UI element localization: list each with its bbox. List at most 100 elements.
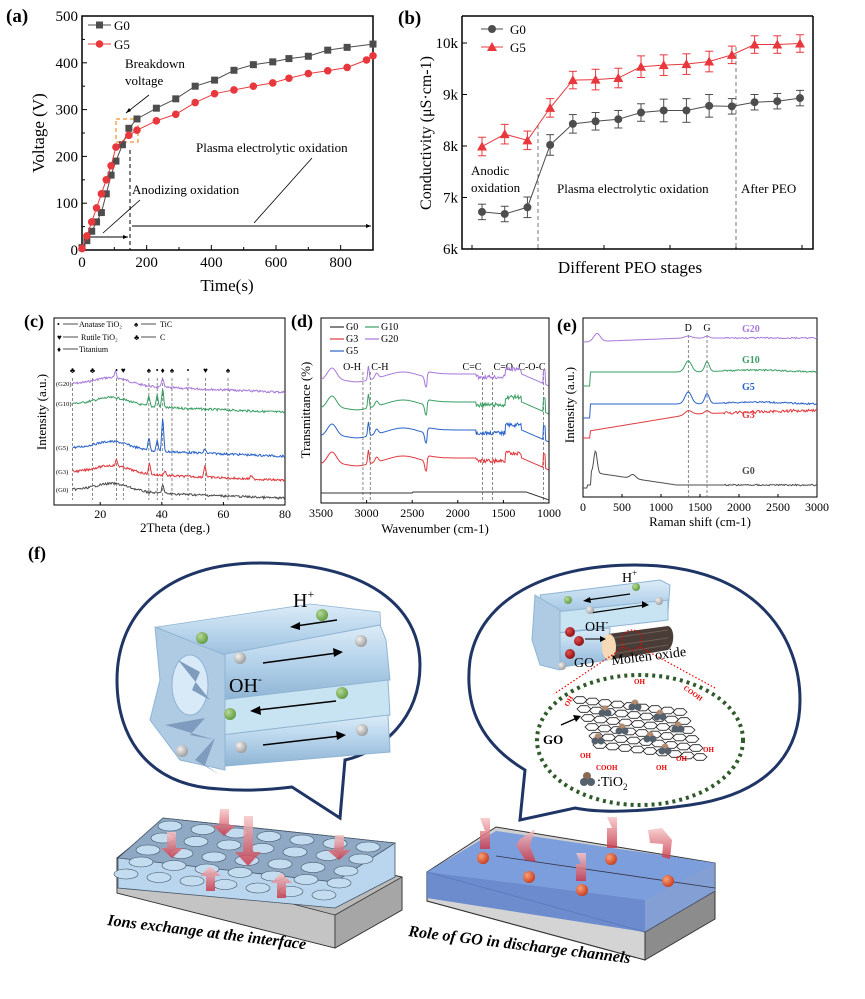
series-label: G5 [742,382,755,393]
svg-text:COOH: COOH [596,764,618,772]
data-point-g0 [796,94,804,103]
x-tick-label: 3000 [805,500,829,514]
data-point-g5 [726,49,737,59]
data-point-g0 [591,117,600,126]
legend: G0 G5 [481,22,526,55]
data-point-g0 [102,190,110,198]
go-hexagon [676,717,692,725]
pore [348,853,374,865]
data-point-g0 [211,76,219,84]
legend-label-g5: G5 [114,37,130,52]
x-tick-label: 600 [265,255,288,271]
data-point-g5 [369,51,377,60]
data-point-g5 [362,56,371,64]
legend-label: Titanium [79,345,109,354]
legend-label: G20 [381,334,398,345]
x-tick-label: 0 [78,255,86,271]
data-point-g5 [102,176,111,184]
series-group: (G20)(G10)(G5)(G3)(G0) [56,369,286,501]
go-hexagon [688,744,704,752]
pore [201,851,227,863]
go-hexagon [671,733,688,742]
y-axis-label: Voltage (V) [29,93,48,172]
h-plus-label-right: H+ [622,568,637,586]
legend: • Anatase TiO₂ ♠ TiC ♥ Rutile TiO₂ ♣ C ♦… [57,320,172,354]
peak-marker: ♠ [147,366,152,375]
tio2-particle [653,713,661,721]
series-label: G10 [742,355,760,366]
go-hexagon [576,705,592,713]
tio2-particle [643,735,651,743]
legend-label: G3 [346,334,358,345]
ftir-trace [320,365,549,389]
panel-label-c: (c) [24,311,44,332]
raman-trace [583,449,818,489]
series-group [320,365,550,501]
go-hexagon [592,715,609,724]
y-tick-label: 300 [56,103,79,119]
data-point-g0 [93,218,101,226]
panel-label-a: (a) [6,6,28,27]
legend: G0 G5 [88,18,130,52]
legend-symbol: • [57,320,60,329]
tio2-particle [677,725,685,733]
legend-label: G10 [381,322,398,333]
x-tick-label: 60 [217,507,229,521]
data-point-g0 [125,124,133,132]
legend-label: C [160,333,165,342]
band-label: G [703,323,710,334]
data-point-g5 [567,75,578,85]
x-axis-label: Time(s) [200,276,253,295]
x-tick-label: 3500 [309,506,333,520]
data-point-g5 [249,82,258,90]
x-tick-label: 1000 [537,506,561,520]
series-label: G20 [742,324,760,335]
data-point-g5 [191,98,199,107]
data-point-g5 [304,69,313,78]
series-label: G0 [742,466,755,477]
legend-label-g5: G5 [510,40,526,55]
data-point-g5 [636,61,646,71]
series-group [78,40,377,253]
h-plus-label: H+ [293,587,314,612]
data-point-g5 [268,79,277,87]
peak-marker: • [115,366,118,375]
data-point-g0 [614,115,623,124]
x-tick-label: 0 [580,500,586,514]
data-point-g0 [773,97,782,106]
go-hexagon [659,732,675,740]
arrowhead [366,224,371,228]
data-point-g0 [88,227,96,235]
go-hexagon [604,742,621,751]
data-point-g5 [285,74,293,83]
legend-symbol: ♦ [57,345,61,354]
go-sheet [572,696,708,761]
go-hexagon [617,718,634,727]
svg-text:OH: OH [580,752,591,760]
peak-marker: ♦ [161,366,165,375]
data-point-g0 [637,108,645,117]
svg-text:OH: OH [656,764,667,772]
pore [161,860,187,871]
tio2-particle [659,713,667,721]
annotation-peo: Plasma electrolytic oxidation [196,140,348,155]
pore [212,879,238,890]
pore [267,858,293,870]
data-point-g0 [269,58,277,66]
tio2-legend-icon [580,772,595,786]
data-point-g0 [727,102,736,111]
data-point-g5 [499,129,510,139]
pore [113,868,139,880]
pore [326,877,352,889]
data-point-g0 [230,66,238,74]
band-label: O-H [343,362,361,373]
go-hexagon [580,714,596,722]
go-label: GO [574,656,594,671]
tio2-particle [598,709,606,717]
svg-text:OH: OH [634,678,645,686]
series-label: G3 [742,410,755,421]
go-hexagon [617,744,633,752]
pore-grid [113,820,381,901]
